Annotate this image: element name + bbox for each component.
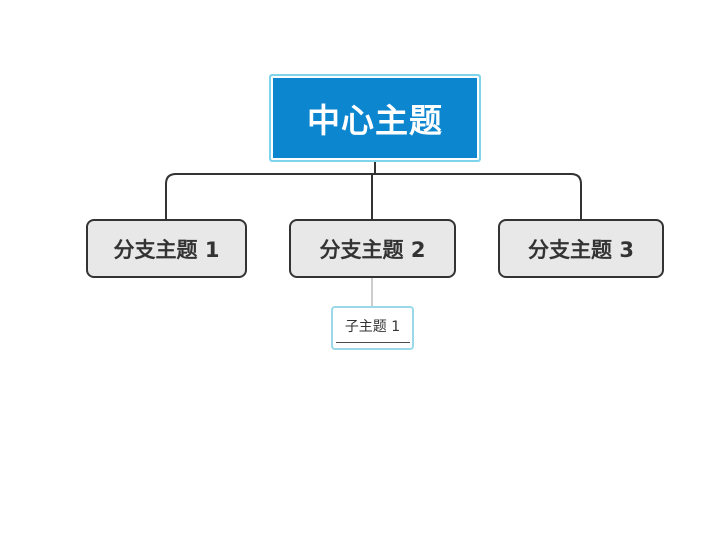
subtopic-underline xyxy=(335,341,410,343)
branch-topic-3[interactable]: 分支主题 3 xyxy=(498,219,664,278)
branch-topic-2-label: 分支主题 2 xyxy=(319,237,426,262)
branch-topic-2[interactable]: 分支主题 2 xyxy=(289,219,456,278)
central-topic-label: 中心主题 xyxy=(307,101,443,140)
branch-topic-1[interactable]: 分支主题 1 xyxy=(86,219,247,278)
branch-topic-1-label: 分支主题 1 xyxy=(113,237,220,262)
branch-topic-3-label: 分支主题 3 xyxy=(528,237,634,262)
central-topic[interactable]: 中心主题 xyxy=(269,74,481,162)
connector-branch-1 xyxy=(165,173,375,219)
subtopic-1-label: 子主题 1 xyxy=(344,318,401,335)
connector-branch-3 xyxy=(375,173,582,219)
subtopic-1[interactable]: 子主题 1 xyxy=(331,306,414,350)
